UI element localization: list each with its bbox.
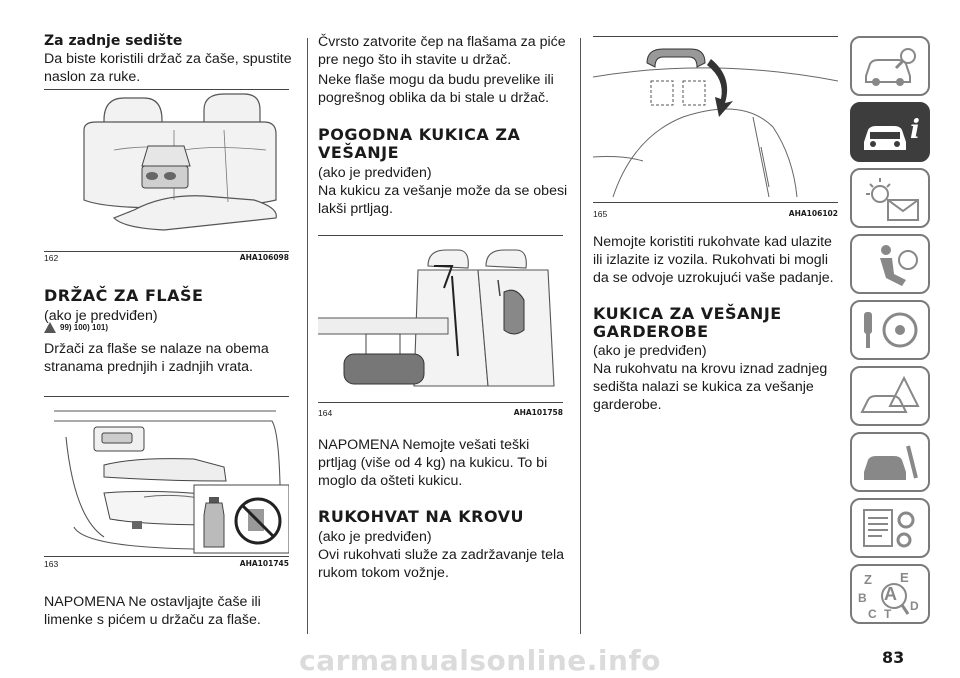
svg-text:E: E bbox=[900, 570, 909, 585]
hook-optional: (ako je predviđen) bbox=[318, 165, 432, 181]
column-divider bbox=[307, 38, 308, 634]
no-cup-prohibition-icon bbox=[234, 497, 282, 545]
tab-car-search[interactable] bbox=[850, 36, 930, 96]
cap-text: Čvrsto zatvorite čep na flašama za piće … bbox=[318, 34, 566, 68]
svg-text:B: B bbox=[858, 591, 867, 605]
handle-optional: (ako je predviđen) bbox=[318, 529, 432, 545]
warning-references: 99) 100) 101) bbox=[44, 322, 108, 333]
figure-code: AHA106098 bbox=[239, 253, 289, 262]
column-divider bbox=[580, 38, 581, 634]
figure-number: 163 bbox=[44, 559, 59, 569]
figure-code: AHA101745 bbox=[239, 559, 289, 568]
door-panel-illustration bbox=[54, 410, 290, 554]
handles-warning: Nemojte koristiti rukohvate kad ulazite … bbox=[593, 234, 834, 286]
tab-starting-driving[interactable] bbox=[850, 300, 930, 360]
figure-code: AHA101758 bbox=[513, 408, 563, 417]
figure-164-seat-hook bbox=[318, 235, 563, 403]
tab-warning-lights[interactable] bbox=[850, 168, 930, 228]
svg-text:i: i bbox=[910, 115, 920, 145]
svg-text:A: A bbox=[884, 584, 897, 604]
note-heavy: NAPOMENA Nemojte vešati teški prtljag (v… bbox=[318, 437, 548, 489]
car-info-icon: i bbox=[864, 115, 920, 150]
rear-seat-text: Da biste koristili držač za čaše, spusti… bbox=[44, 51, 292, 85]
heading-rear-seat: Za zadnje sedište bbox=[44, 33, 183, 49]
tab-maintenance[interactable] bbox=[850, 432, 930, 492]
roof-handle-illustration bbox=[592, 48, 839, 198]
bottle-optional: (ako je predviđen) bbox=[44, 308, 158, 324]
heading-bottle-holder: DRŽAČ ZA FLAŠE bbox=[44, 286, 204, 305]
technical-data-icon bbox=[863, 509, 915, 548]
seat-hook-illustration bbox=[318, 249, 555, 387]
tab-safety[interactable] bbox=[850, 234, 930, 294]
hook-text: Na kukicu za vešanje može da se obesi la… bbox=[318, 183, 568, 217]
note-cups: NAPOMENA Ne ostavljajte čaše ili limenke… bbox=[44, 594, 261, 628]
warning-lights-icon bbox=[866, 178, 919, 221]
bottle-icon bbox=[203, 497, 225, 548]
page-number: 83 bbox=[882, 648, 905, 667]
svg-text:D: D bbox=[910, 599, 919, 613]
rear-seat-armrest-illustration bbox=[83, 93, 277, 231]
heading-handle: RUKOHVAT NA KROVU bbox=[318, 507, 525, 526]
warning-triangle-car-icon bbox=[860, 375, 920, 413]
garment-text: Na rukohvatu na krovu iznad zadnjeg sedi… bbox=[593, 361, 828, 413]
arrow-down-icon bbox=[707, 59, 733, 117]
heading-garment-hook: KUKICA ZA VEŠANJE GARDEROBE bbox=[593, 304, 782, 341]
car-wrench-icon bbox=[864, 445, 918, 480]
car-search-icon bbox=[865, 48, 916, 86]
figure-number: 164 bbox=[318, 408, 333, 418]
heading-hook: POGODNA KUKICA ZA VEŠANJE bbox=[318, 125, 521, 162]
handle-text: Ovi rukohvati služe za zadržavanje tela … bbox=[318, 547, 565, 581]
figure-163-door-bottle-holder bbox=[44, 396, 290, 557]
airbag-seat-icon bbox=[880, 245, 918, 286]
figure-code: AHA106102 bbox=[788, 209, 838, 218]
tab-emergency[interactable] bbox=[850, 366, 930, 426]
watermark: carmanualsonline.info bbox=[299, 644, 661, 677]
garment-optional: (ako je predviđen) bbox=[593, 343, 707, 359]
svg-text:C: C bbox=[868, 607, 877, 620]
figure-number: 162 bbox=[44, 253, 59, 263]
tab-car-info[interactable]: i bbox=[850, 102, 930, 162]
warning-triangle-icon bbox=[44, 322, 56, 333]
key-steering-wheel-icon bbox=[864, 312, 918, 348]
figure-number: 165 bbox=[593, 209, 608, 219]
warning-reference-numbers: 99) 100) 101) bbox=[60, 323, 109, 332]
bottle-text: Držači za flaše se nalaze na obema stran… bbox=[44, 341, 269, 375]
figure-162-rear-seat-cupholder bbox=[44, 89, 289, 252]
figure-165-roof-handle bbox=[592, 36, 839, 203]
tab-technical-data[interactable] bbox=[850, 498, 930, 558]
bottles-shape-text: Neke flaše mogu da budu prevelike ili po… bbox=[318, 72, 554, 106]
svg-text:Z: Z bbox=[864, 572, 872, 587]
svg-text:T: T bbox=[884, 607, 892, 620]
